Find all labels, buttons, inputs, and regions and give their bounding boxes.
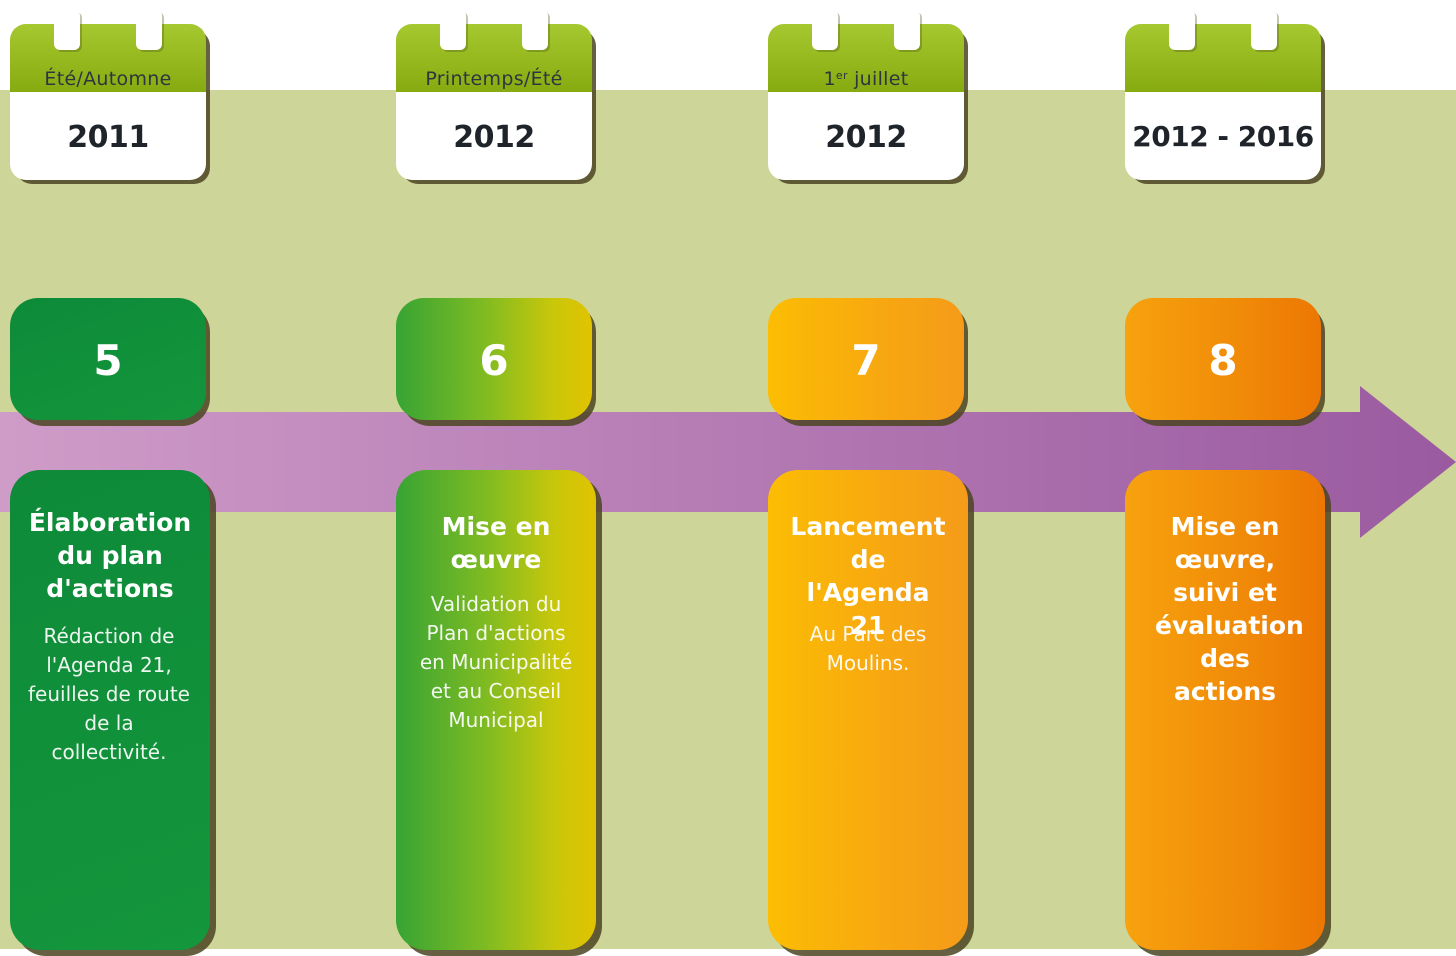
step-number-box: 6 [396,298,596,426]
step-card: Mise en œuvre, suivi et évaluation des a… [1125,470,1331,956]
calendar-icon: 2012 - 2016 [1125,10,1325,184]
step-period-month: juillet [847,68,909,90]
step-year: 2012 [825,120,907,155]
step-6-column: Printemps/Été 2012 6 Mise en œuvre Valid… [396,0,602,956]
step-number: 8 [1208,336,1238,385]
step-year: 2011 [67,120,149,155]
step-number: 6 [479,336,509,385]
step-number-box: 7 [768,298,968,426]
step-period: Été/Automne [44,68,172,90]
step-title: Mise en œuvre [441,512,551,574]
step-title: Élaboration du plan d'actions [28,508,192,603]
step-number-box: 5 [10,298,210,426]
calendar-icon: Été/Automne 2011 [10,10,210,184]
step-description: Validation du Plan d'actions en Municipa… [419,592,573,732]
step-number: 7 [851,336,881,385]
calendar-ring-right [1251,10,1277,50]
step-period: Printemps/Été [425,68,563,90]
timeline-arrow [0,386,1456,538]
step-period: 1er juillet [768,68,964,90]
calendar-ring-left [1169,10,1195,50]
step-period-day: 1 [823,68,836,90]
calendar-ring-right [522,10,548,50]
calendar-ring-left [440,10,466,50]
calendar-ring-right [136,10,162,50]
step-number-box: 8 [1125,298,1325,426]
step-5-column: Été/Automne 2011 5 Élaboration du plan d… [10,0,216,956]
step-year: 2012 [453,120,535,155]
step-description: Au Parc des Moulins. [809,622,927,675]
calendar-ring-left [54,10,80,50]
step-card: Élaboration du plan d'actions Rédaction … [10,470,216,956]
step-year: 2012 - 2016 [1132,120,1314,153]
calendar-ring-right [894,10,920,50]
step-title: Mise en œuvre, suivi et évaluation des a… [1155,512,1304,706]
step-card: Lancement de l'Agenda 21 Au Parc des Mou… [768,470,974,956]
step-number: 5 [93,336,123,385]
step-7-column: 1er juillet 2012 7 Lancement de l'Agenda… [768,0,974,956]
calendar-icon: Printemps/Été 2012 [396,10,596,184]
step-card: Mise en œuvre Validation du Plan d'actio… [396,470,602,956]
calendar-ring-left [812,10,838,50]
step-period-ordinal: er [835,69,848,82]
calendar-icon: 1er juillet 2012 [768,10,968,184]
step-8-column: 2012 - 2016 8 Mise en œuvre, suivi et év… [1125,0,1331,956]
step-description: Rédaction de l'Agenda 21, feuilles de ro… [28,624,190,764]
step-title: Lancement de l'Agenda 21 [790,512,946,640]
